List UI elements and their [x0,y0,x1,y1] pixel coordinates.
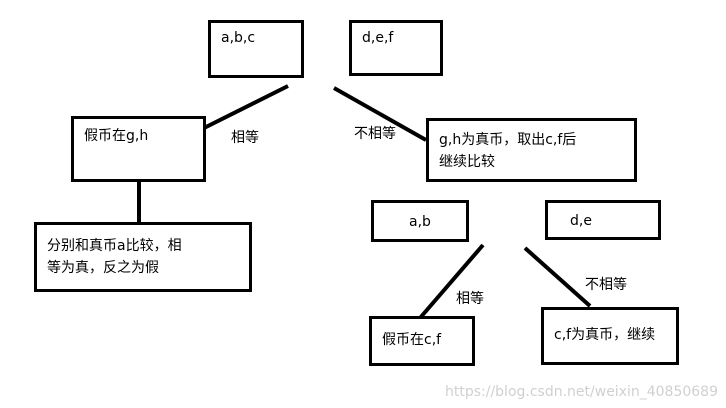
connector-equal-top [199,84,289,132]
group-de: d,e [545,200,661,240]
node-gh-real-continue: g,h为真币，取出c,f后 继续比较 [426,118,637,182]
top-group-def: d,e,f [349,20,443,76]
edge-label-equal-top: 相等 [231,130,259,146]
top-group-abc: a,b,c [208,20,304,78]
node-fake-in-gh: 假币在g,h [71,116,206,182]
group-ab: a,b [371,200,469,242]
node-compare-with-real-a: 分别和真币a比较，相 等为真，反之为假 [34,222,252,292]
connector-not-equal-top [333,86,427,142]
connector-equal-bottom [418,243,485,320]
watermark-url: https://blog.csdn.net/weixin_40850689 [444,384,718,400]
node-cf-real-continue: c,f为真币，继续 [541,307,679,365]
node-fake-in-cf: 假币在c,f [369,316,475,366]
edge-label-not-equal-bottom: 不相等 [585,277,627,293]
connector-not-equal-bottom [523,246,592,308]
edge-label-not-equal-top: 不相等 [354,126,396,142]
edge-label-equal-bottom: 相等 [456,291,484,307]
